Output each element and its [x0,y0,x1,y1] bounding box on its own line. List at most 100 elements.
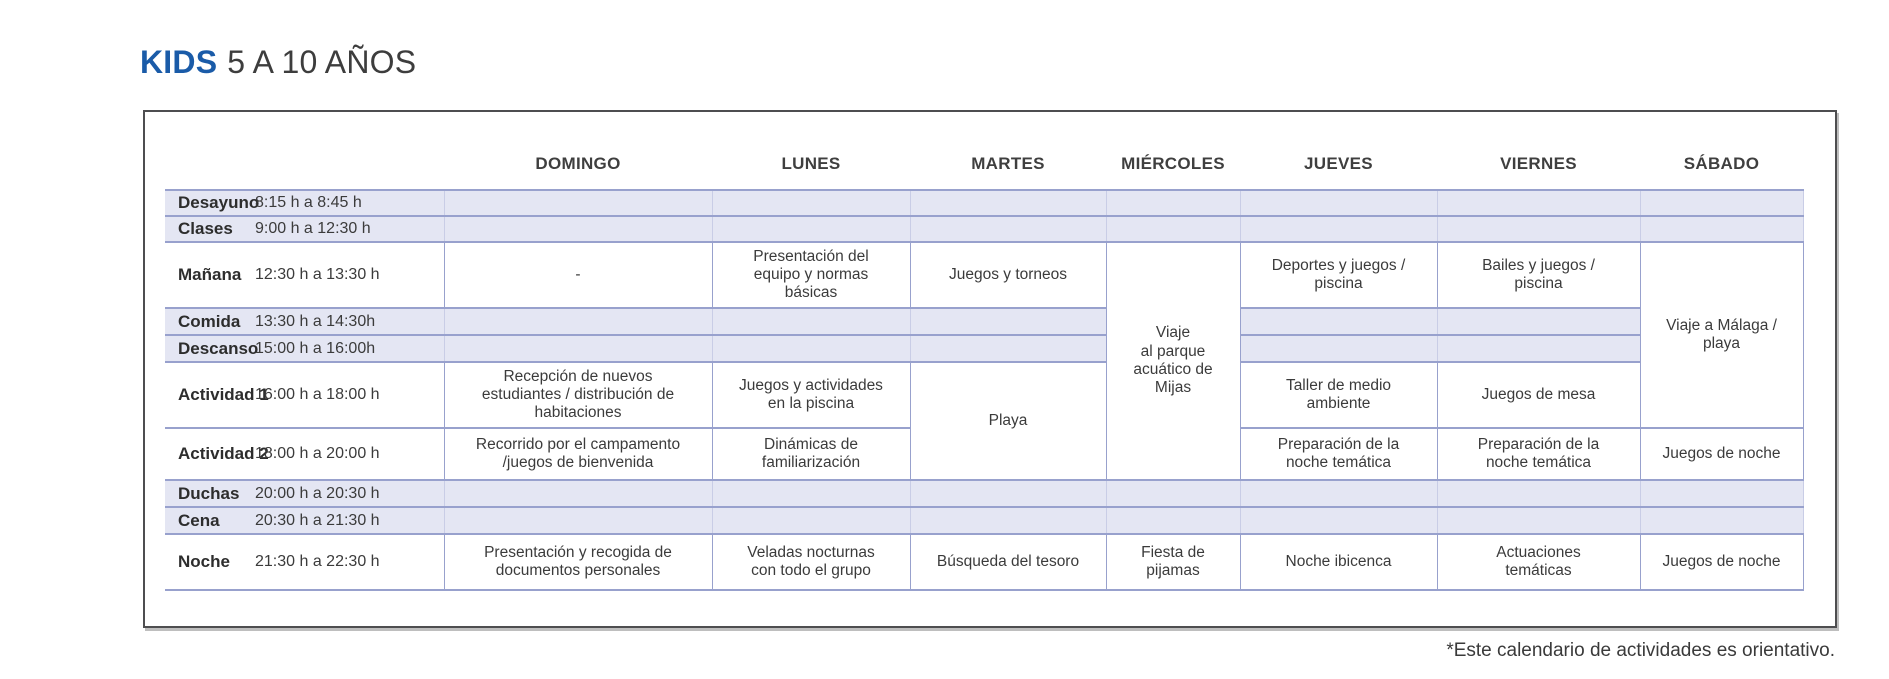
row-label-duchas: Duchas [165,479,253,508]
band-cell [1239,189,1437,217]
row-label-actividad-2: Actividad 2 [165,427,269,481]
cell-martes-playa: Playa [909,361,1107,481]
schedule-box: DOMINGO LUNES MARTES MIÉRCOLES JUEVES VI… [143,110,1837,628]
band-cell [1239,307,1437,336]
row-noche: Noche 21:30 h a 22:30 h Presentación y r… [165,533,1804,591]
band-cell [711,479,910,508]
cell-manana-lunes: Presentación del equipo y normas básicas [711,241,911,309]
row-label-manana: Mañana [165,241,253,309]
band-cell [909,307,1106,336]
band-cell [1239,506,1437,535]
day-header-viernes: VIERNES [1437,112,1640,190]
band-cell [1105,479,1240,508]
cell-act2-sabado: Juegos de noche [1639,427,1804,481]
day-header-domingo: DOMINGO [444,112,712,190]
cell-noche-viernes: Actuaciones temáticas [1436,533,1641,591]
band-cell [1239,334,1437,363]
cell-act1-lunes: Juegos y actividades en la piscina [711,361,911,429]
day-header-sabado: SÁBADO [1640,112,1803,190]
row-label-desayuno: Desayuno [165,189,259,217]
band-cell [1105,189,1240,217]
band-cell [711,307,910,336]
band-cell [711,334,910,363]
row-time-actividad-2: 18:00 h a 20:00 h [253,427,444,481]
cell-act1-domingo: Recepción de nuevos estudiantes / distri… [443,361,713,429]
row-label-actividad-1: Actividad 1 [165,361,269,429]
band-cell [1105,506,1240,535]
cell-noche-lunes: Veladas nocturnas con todo el grupo [711,533,911,591]
band-cell [1639,479,1804,508]
cell-manana-martes: Juegos y torneos [909,241,1107,309]
cell-manana-domingo: - [443,241,713,309]
day-header-miercoles: MIÉRCOLES [1106,112,1240,190]
band-cell [1436,479,1640,508]
cell-act1-viernes: Juegos de mesa [1436,361,1641,429]
band-cell [443,307,712,336]
day-header-row: DOMINGO LUNES MARTES MIÉRCOLES JUEVES VI… [165,112,1803,190]
cell-act2-domingo: Recorrido por el campamento /juegos de b… [443,427,713,481]
row-time-noche: 21:30 h a 22:30 h [253,533,444,591]
cell-sabado-viaje-malaga: Viaje a Málaga / playa [1639,241,1804,429]
band-cell [1239,479,1437,508]
cell-manana-jueves: Deportes y juegos / piscina [1239,241,1438,309]
row-label-noche: Noche [165,533,253,591]
row-time-duchas: 20:00 h a 20:30 h [253,479,444,508]
band-cell [909,334,1106,363]
cell-act2-lunes: Dinámicas de familiarización [711,427,911,481]
row-label-comida: Comida [165,307,253,336]
band-cell [711,215,910,243]
corner-time [253,112,444,190]
cell-miercoles-viaje-mijas: Viaje al parque acuático de Mijas [1105,241,1241,481]
cell-noche-domingo: Presentación y recogida de documentos pe… [443,533,713,591]
title-age-range: 5 A 10 AÑOS [227,44,417,80]
row-descanso: Descanso 15:00 h a 16:00h [165,334,1803,363]
schedule-table: DOMINGO LUNES MARTES MIÉRCOLES JUEVES VI… [165,112,1804,591]
cell-act1-jueves: Taller de medio ambiente [1239,361,1438,429]
row-desayuno: Desayuno 8:15 h a 8:45 h [165,189,1804,217]
band-cell [1639,506,1804,535]
band-cell [1436,506,1640,535]
row-duchas: Duchas 20:00 h a 20:30 h [165,479,1804,508]
row-actividad-1: Actividad 1 16:00 h a 18:00 h Recepción … [165,361,1803,481]
row-time-descanso: 15:00 h a 16:00h [253,334,444,363]
band-cell [443,506,712,535]
day-header-jueves: JUEVES [1240,112,1437,190]
band-cell [909,215,1106,243]
band-cell [443,215,712,243]
row-time-desayuno: 8:15 h a 8:45 h [253,189,444,217]
row-label-clases: Clases [165,215,253,243]
band-cell [1105,215,1240,243]
cell-manana-viernes: Bailes y juegos / piscina [1436,241,1641,309]
row-time-cena: 20:30 h a 21:30 h [253,506,444,535]
row-manana: Mañana 12:30 h a 13:30 h - Presentación … [165,241,1804,481]
band-cell [1436,334,1641,363]
band-cell [909,479,1106,508]
band-cell [443,479,712,508]
corner-label [165,112,253,190]
row-label-descanso: Descanso [165,334,258,363]
cell-noche-martes: Búsqueda del tesoro [909,533,1107,591]
row-comida: Comida 13:30 h a 14:30h [165,307,1803,336]
row-time-manana: 12:30 h a 13:30 h [253,241,444,309]
band-cell [1639,215,1804,243]
band-cell [1436,215,1640,243]
cell-act2-viernes: Preparación de la noche temática [1436,427,1641,481]
row-cena: Cena 20:30 h a 21:30 h [165,506,1804,535]
band-cell [711,506,910,535]
row-actividad-2: Actividad 2 18:00 h a 20:00 h Recorrido … [165,427,1804,481]
day-header-martes: MARTES [910,112,1106,190]
row-time-comida: 13:30 h a 14:30h [253,307,444,336]
band-cell [443,334,712,363]
band-cell [1239,215,1437,243]
cell-noche-jueves: Noche ibicenca [1239,533,1438,591]
row-time-clases: 9:00 h a 12:30 h [253,215,444,243]
band-cell [909,189,1106,217]
band-cell [443,189,712,217]
title-brand: KIDS [140,44,218,80]
cell-noche-sabado: Juegos de noche [1639,533,1804,591]
cell-act2-jueves: Preparación de la noche temática [1239,427,1438,481]
band-cell [1639,189,1804,217]
band-cell [909,506,1106,535]
band-cell [1436,189,1640,217]
